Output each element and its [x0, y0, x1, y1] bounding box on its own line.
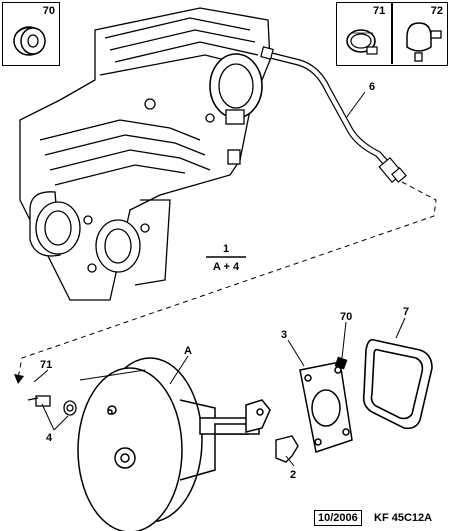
inset-number-71: 71 — [373, 5, 386, 17]
callout-71: 71 — [40, 359, 52, 371]
callout-2: 2 — [290, 469, 296, 481]
brake-booster — [77, 357, 271, 531]
callout-7: 7 — [403, 306, 409, 318]
hose-clamp-icon — [346, 29, 378, 55]
inset-number-72: 72 — [430, 5, 443, 17]
vacuum-valve — [27, 395, 77, 416]
sensor-hose — [260, 46, 407, 184]
callout-A: A — [184, 345, 192, 357]
callout-4: 4 — [46, 432, 53, 444]
non-return-valve-icon — [406, 22, 442, 62]
bracket-part — [275, 435, 299, 463]
grommet-marker — [334, 356, 348, 370]
callout-70: 70 — [340, 311, 352, 323]
callout-6: 6 — [369, 81, 375, 93]
footer-reference: KF 45C12A — [374, 512, 433, 524]
callout-3: 3 — [281, 329, 287, 341]
leader-lines — [33, 91, 406, 467]
inset-divider — [391, 3, 393, 64]
fraction-denominator: A + 4 — [213, 261, 240, 273]
intake-manifold — [19, 7, 271, 301]
grommet-icon — [13, 26, 46, 56]
footer-date: 10/2006 — [314, 510, 362, 526]
inset-number-70: 70 — [42, 5, 55, 17]
fraction-numerator: 1 — [223, 243, 229, 255]
inset-box-70: 70 — [2, 2, 60, 66]
gasket-ring — [362, 338, 433, 430]
routing-arrow — [14, 374, 24, 384]
routing-guide-line — [17, 181, 437, 379]
inset-box-71-72: 71 72 — [336, 2, 448, 66]
spacer-plate — [299, 361, 353, 453]
